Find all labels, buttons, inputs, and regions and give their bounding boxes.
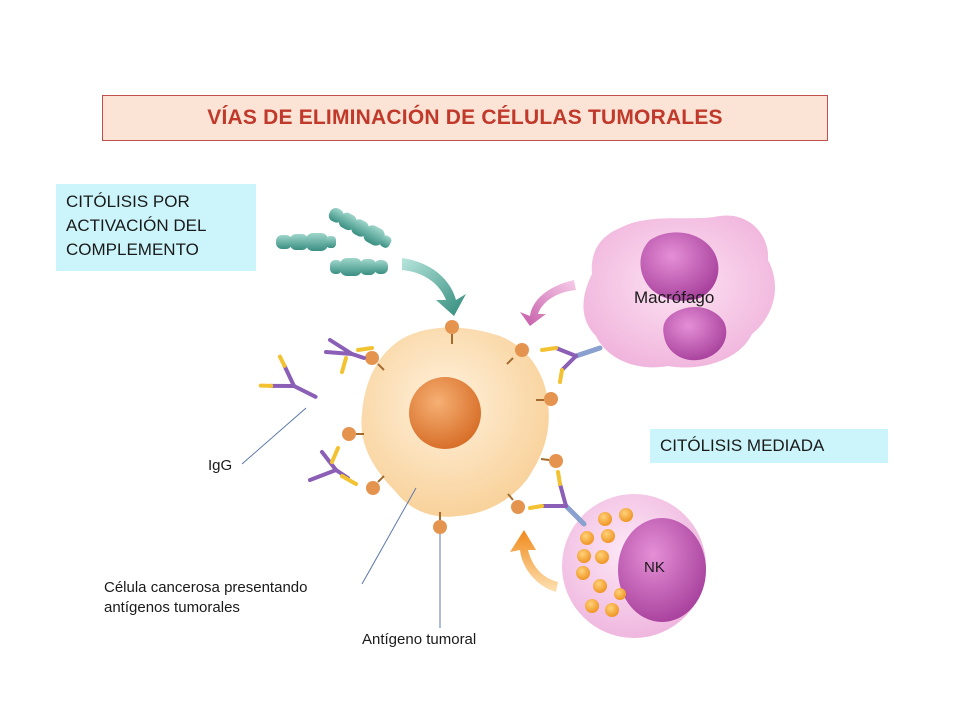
complement-proteins (276, 207, 392, 276)
complement-cytolysis-label: CITÓLISIS POR ACTIVACIÓN DEL COMPLEMENTO (56, 184, 256, 271)
tumor-cell (361, 327, 549, 517)
cancer-cell-label-line-2: antígenos tumorales (104, 599, 240, 616)
complement-label-line-2: ACTIVACIÓN DEL (66, 216, 207, 235)
cancer-cell-label-line-1: Célula cancerosa presentando (104, 579, 308, 596)
tumor-nucleus (409, 377, 481, 449)
title-box: VÍAS DE ELIMINACIÓN DE CÉLULAS TUMORALES (102, 95, 828, 141)
nk-cell (562, 494, 706, 638)
complement-label-line-1: CITÓLISIS POR (66, 192, 190, 211)
leader-lines (241, 407, 441, 628)
mediated-label-text: CITÓLISIS MEDIADA (660, 436, 825, 455)
nk-arrow (510, 530, 558, 592)
tumor-antigens (342, 320, 563, 534)
page-title: VÍAS DE ELIMINACIÓN DE CÉLULAS TUMORALES (207, 106, 723, 129)
complement-arrow (402, 258, 466, 316)
igg-label: IgG (208, 457, 233, 474)
macrophage-cell (583, 215, 776, 368)
nk-label: NK (644, 559, 665, 576)
complement-label-line-3: COMPLEMENTO (66, 240, 199, 259)
macrophage-arrow (520, 280, 576, 326)
cancer-cell-label: Célula cancerosa presentando antígenos t… (104, 578, 307, 618)
nk-granules (576, 508, 633, 617)
antibodies (258, 338, 603, 527)
antigen-label: Antígeno tumoral (362, 631, 477, 648)
macrophage-label: Macrófago (634, 288, 715, 307)
mediated-cytolysis-label: CITÓLISIS MEDIADA (650, 429, 888, 463)
